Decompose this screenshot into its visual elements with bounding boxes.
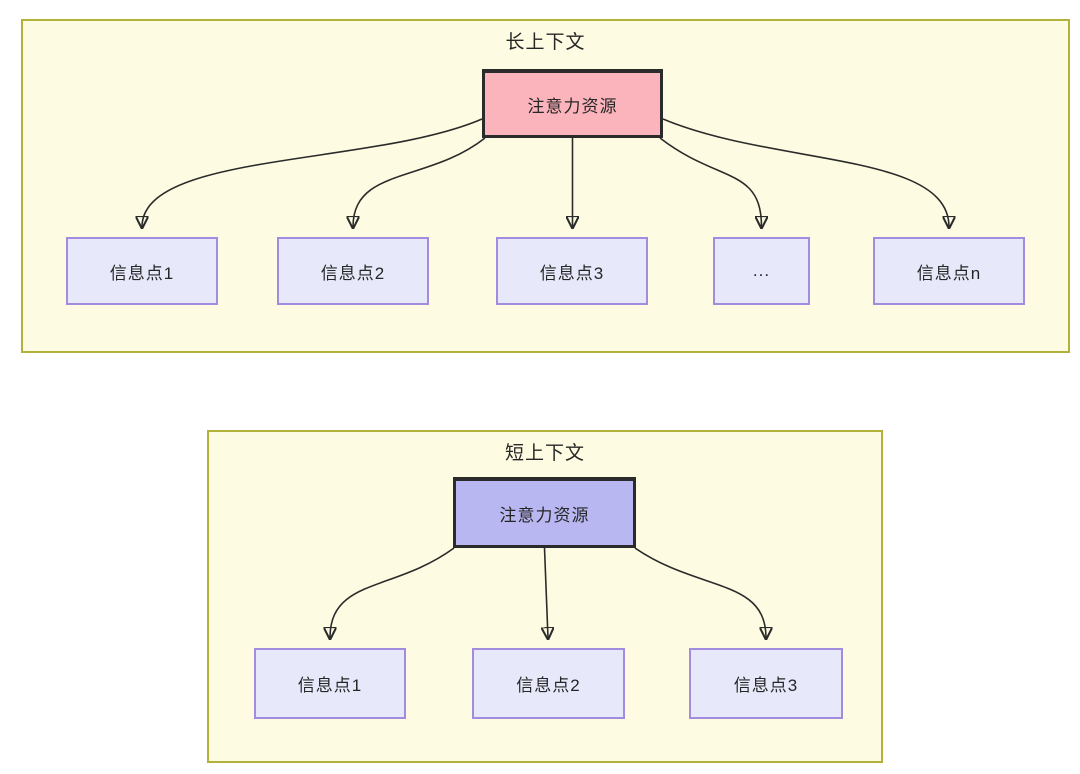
info-point-box: 信息点3 — [496, 237, 648, 305]
info-point-label: 信息点3 — [539, 263, 605, 283]
info-point-label: 信息点2 — [516, 676, 581, 695]
short-context-panel: 短上下文 注意力资源 信息点1 信息点2 信息点3 — [207, 430, 883, 763]
attention-resource-box-long: 注意力资源 — [482, 69, 663, 138]
arrow-to-long-info-n — [662, 118, 949, 227]
long-context-panel: 长上下文 注意力资源 信息点1 信息点2 信息点3 ... 信息点n — [21, 19, 1070, 353]
info-point-label: ... — [752, 261, 771, 280]
info-point-box: 信息点n — [873, 237, 1025, 305]
long-context-arrow-layer — [23, 118, 1068, 351]
info-point-label: 信息点n — [916, 263, 982, 283]
arrow-to-long-info-2 — [353, 137, 486, 227]
long-context-title: 长上下文 — [505, 32, 586, 53]
info-point-box: 信息点2 — [472, 648, 625, 719]
info-point-label: 信息点2 — [320, 263, 386, 283]
info-point-label: 信息点3 — [733, 676, 799, 695]
attention-resource-box-short: 注意力资源 — [453, 477, 636, 548]
info-point-box: 信息点2 — [277, 237, 429, 305]
arrow-to-short-info-2 — [545, 547, 549, 638]
info-point-label: 信息点1 — [109, 263, 175, 283]
info-point-label: 信息点1 — [297, 676, 363, 695]
arrow-to-long-info-1 — [142, 118, 483, 227]
info-point-box: 信息点3 — [689, 648, 843, 719]
info-point-box: 信息点1 — [254, 648, 406, 719]
attention-resource-label: 注意力资源 — [527, 96, 618, 116]
info-point-box: 信息点1 — [66, 237, 218, 305]
info-point-box-ellipsis: ... — [713, 237, 810, 305]
attention-resource-label: 注意力资源 — [499, 505, 590, 525]
arrow-to-short-info-3 — [634, 547, 766, 638]
arrow-to-long-info-ellipsis — [659, 137, 762, 227]
arrow-to-short-info-1 — [330, 547, 455, 638]
short-context-arrow-layer — [209, 547, 881, 761]
short-context-title: 短上下文 — [504, 443, 585, 464]
